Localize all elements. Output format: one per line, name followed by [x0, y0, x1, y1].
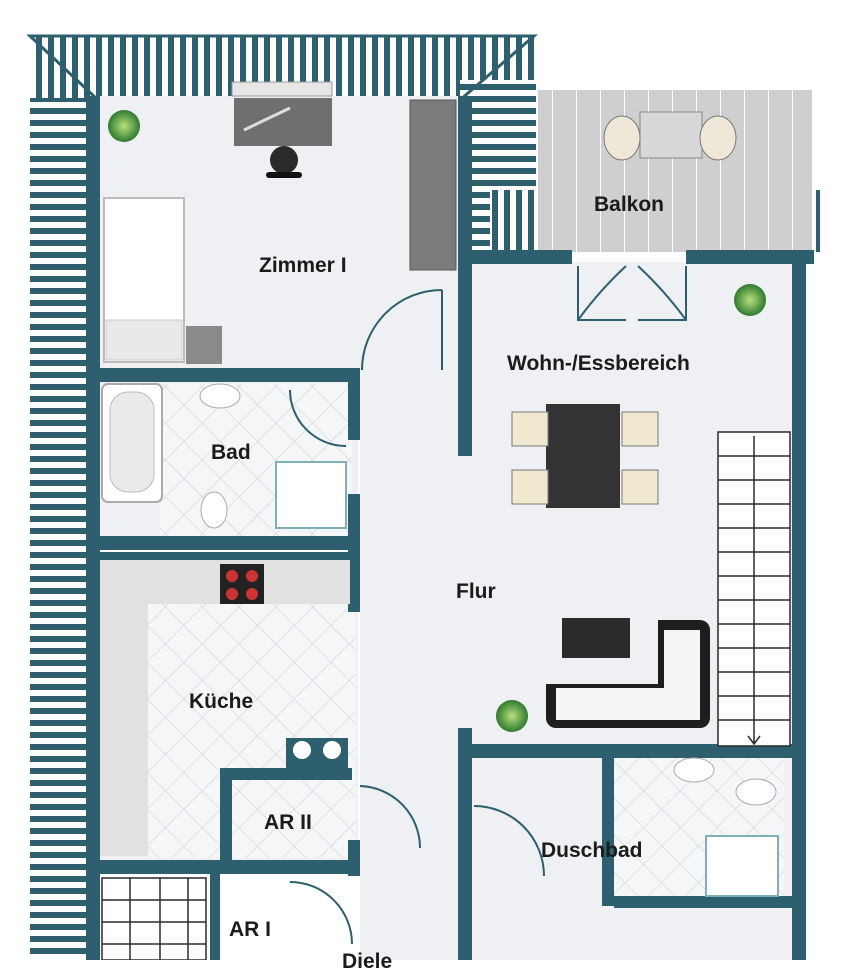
staircase-icon: [101, 431, 791, 960]
toilet-icon: [200, 491, 777, 806]
wardrobe-icon: [409, 99, 457, 271]
dining-table-icon: [511, 404, 659, 508]
bed-icon: [103, 197, 222, 364]
office-chair-icon: [266, 146, 302, 178]
coffee-table-icon: [562, 618, 630, 658]
room-label-balkon: Balkon: [594, 193, 665, 216]
room-label-duschbad: Duschbad: [541, 839, 643, 862]
room-label-bad: Bad: [211, 441, 251, 464]
room-label-kueche: Küche: [189, 690, 254, 713]
ar2-fixtures: [293, 741, 341, 759]
desk-icon: [231, 81, 333, 146]
walls: [86, 96, 814, 960]
room-label-wohn: Wohn-/Essbereich: [507, 352, 690, 375]
bathtub-icon: [101, 383, 163, 503]
shower-icon: [275, 461, 779, 897]
room-label-ar2: AR II: [264, 811, 312, 834]
room-label-diele: Diele: [342, 950, 393, 973]
room-label-ar1: AR I: [229, 918, 271, 941]
stove-icon: [220, 564, 264, 604]
room-label-flur: Flur: [456, 580, 496, 603]
room-label-zimmer: Zimmer I: [259, 254, 347, 277]
balcony-table-icon: [603, 111, 737, 161]
sofa-icon: [546, 620, 710, 728]
plant-icon: [108, 110, 766, 732]
doors: [289, 265, 687, 945]
